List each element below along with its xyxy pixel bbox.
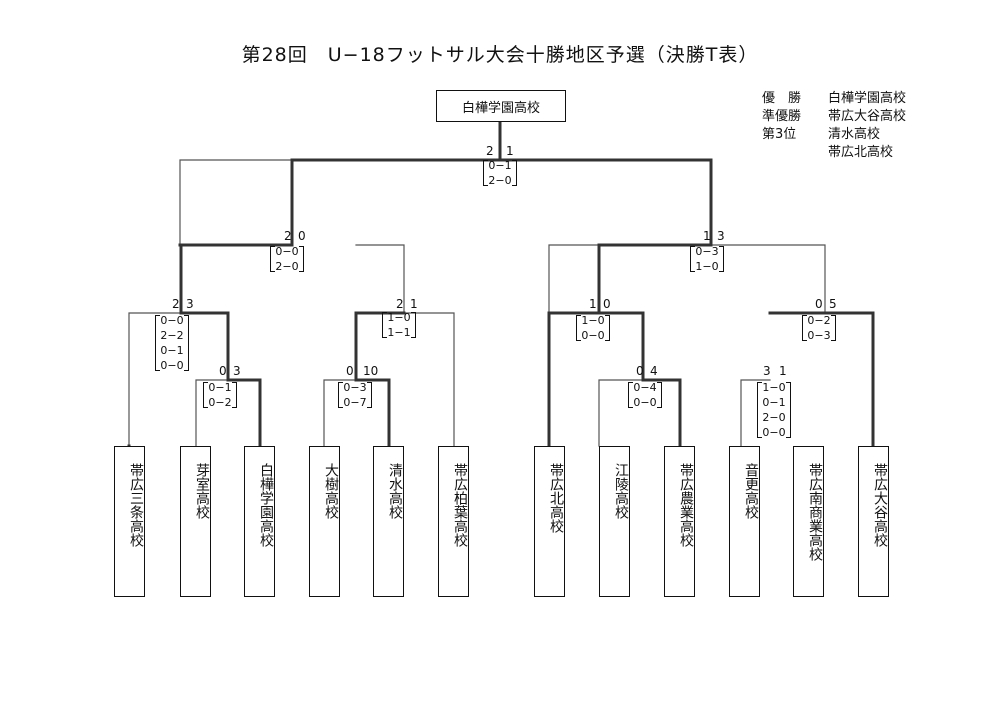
team-box: 大樹高校 xyxy=(309,446,340,597)
team-name: 帯広三条高校 xyxy=(128,463,144,547)
team-box: 帯広南商業高校 xyxy=(793,446,824,597)
team-box: 白樺学園高校 xyxy=(244,446,275,597)
results-summary: 優 勝 白樺学園高校 準優勝 帯広大谷高校 第3位 清水高校 帯広北高校 xyxy=(762,90,906,162)
set-score: 1−0 xyxy=(695,260,719,273)
team-name: 白樺学園高校 xyxy=(258,463,274,547)
team-box: 清水高校 xyxy=(373,446,404,597)
team-name: 清水高校 xyxy=(387,463,403,519)
set-score: 0−7 xyxy=(343,396,367,409)
score-right: 5 xyxy=(829,297,837,311)
score-right: 0 xyxy=(298,229,306,243)
set-score: 0−3 xyxy=(807,329,831,342)
score-left: 2 xyxy=(396,297,404,311)
result-value: 帯広大谷高校 xyxy=(828,109,907,124)
score-right: 3 xyxy=(717,229,725,243)
score-right: 1 xyxy=(779,364,787,378)
result-value: 白樺学園高校 xyxy=(828,91,907,106)
team-name: 帯広農業高校 xyxy=(678,463,694,547)
team-name: 大樹高校 xyxy=(323,463,339,519)
score-left: 0 xyxy=(219,364,227,378)
score-left: 2 xyxy=(172,297,180,311)
score-left: 3 xyxy=(763,364,771,378)
score-left: 1 xyxy=(703,229,711,243)
set-score: 2−0 xyxy=(762,411,786,424)
set-score: 0−3 xyxy=(695,245,719,258)
set-score: 2−0 xyxy=(275,260,299,273)
set-score: 0−0 xyxy=(160,359,184,372)
result-row-third-2: 帯広北高校 xyxy=(762,144,906,162)
set-score: 1−0 xyxy=(581,314,605,327)
team-box: 芽室高校 xyxy=(180,446,211,597)
set-score: 2−0 xyxy=(488,174,512,187)
score-left: 2 xyxy=(284,229,292,243)
team-box: 帯広農業高校 xyxy=(664,446,695,597)
set-score: 0−0 xyxy=(762,426,786,439)
result-row-runner-up: 準優勝 帯広大谷高校 xyxy=(762,108,906,126)
team-box: 帯広柏葉高校 xyxy=(438,446,469,597)
team-name: 帯広柏葉高校 xyxy=(452,463,468,547)
result-value: 帯広北高校 xyxy=(828,145,894,160)
set-score: 0−0 xyxy=(160,314,184,327)
set-score: 0−0 xyxy=(275,245,299,258)
set-score: 0−1 xyxy=(762,396,786,409)
result-value: 清水高校 xyxy=(828,127,881,142)
team-name: 芽室高校 xyxy=(194,463,210,519)
set-score: 0−2 xyxy=(807,314,831,327)
score-right: 1 xyxy=(506,144,514,158)
result-label: 準優勝 xyxy=(762,109,802,124)
result-label: 第3位 xyxy=(762,127,797,142)
score-right: 10 xyxy=(363,364,379,378)
team-box: 江陵高校 xyxy=(599,446,630,597)
result-label: 優 勝 xyxy=(762,91,802,106)
score-details: 1−0 0−1 2−0 0−0 xyxy=(757,380,791,440)
result-row-third: 第3位 清水高校 xyxy=(762,126,906,144)
team-box: 帯広三条高校 xyxy=(114,446,145,597)
score-right: 1 xyxy=(410,297,418,311)
score-left: 0 xyxy=(346,364,354,378)
team-name: 江陵高校 xyxy=(613,463,629,519)
set-score: 0−3 xyxy=(343,381,367,394)
score-left: 0 xyxy=(636,364,644,378)
team-box: 音更高校 xyxy=(729,446,760,597)
set-score: 1−1 xyxy=(387,326,411,339)
set-score: 1−0 xyxy=(387,311,411,324)
set-score: 0−0 xyxy=(581,329,605,342)
result-row-champion: 優 勝 白樺学園高校 xyxy=(762,90,906,108)
score-right: 3 xyxy=(233,364,241,378)
set-score: 0−4 xyxy=(633,381,657,394)
score-right: 0 xyxy=(603,297,611,311)
score-right: 4 xyxy=(650,364,658,378)
score-right: 3 xyxy=(186,297,194,311)
team-box: 帯広大谷高校 xyxy=(858,446,889,597)
team-name: 帯広大谷高校 xyxy=(872,463,888,547)
set-score: 1−0 xyxy=(762,381,786,394)
set-score: 2−2 xyxy=(160,329,184,342)
champion-box: 白樺学園高校 xyxy=(436,90,566,122)
set-score: 0−1 xyxy=(488,159,512,172)
team-box: 帯広北高校 xyxy=(534,446,565,597)
score-left: 0 xyxy=(815,297,823,311)
set-score: 0−1 xyxy=(208,381,232,394)
score-left: 1 xyxy=(589,297,597,311)
set-score: 0−1 xyxy=(160,344,184,357)
team-name: 帯広北高校 xyxy=(548,463,564,533)
score-details: 0−0 2−2 0−1 0−0 xyxy=(155,313,189,373)
page-title: 第28回 U−18フットサル大会十勝地区予選（決勝T表） xyxy=(241,44,759,66)
set-score: 0−0 xyxy=(633,396,657,409)
score-left: 2 xyxy=(486,144,494,158)
set-score: 0−2 xyxy=(208,396,232,409)
team-name: 帯広南商業高校 xyxy=(807,463,823,561)
team-name: 音更高校 xyxy=(743,463,759,519)
